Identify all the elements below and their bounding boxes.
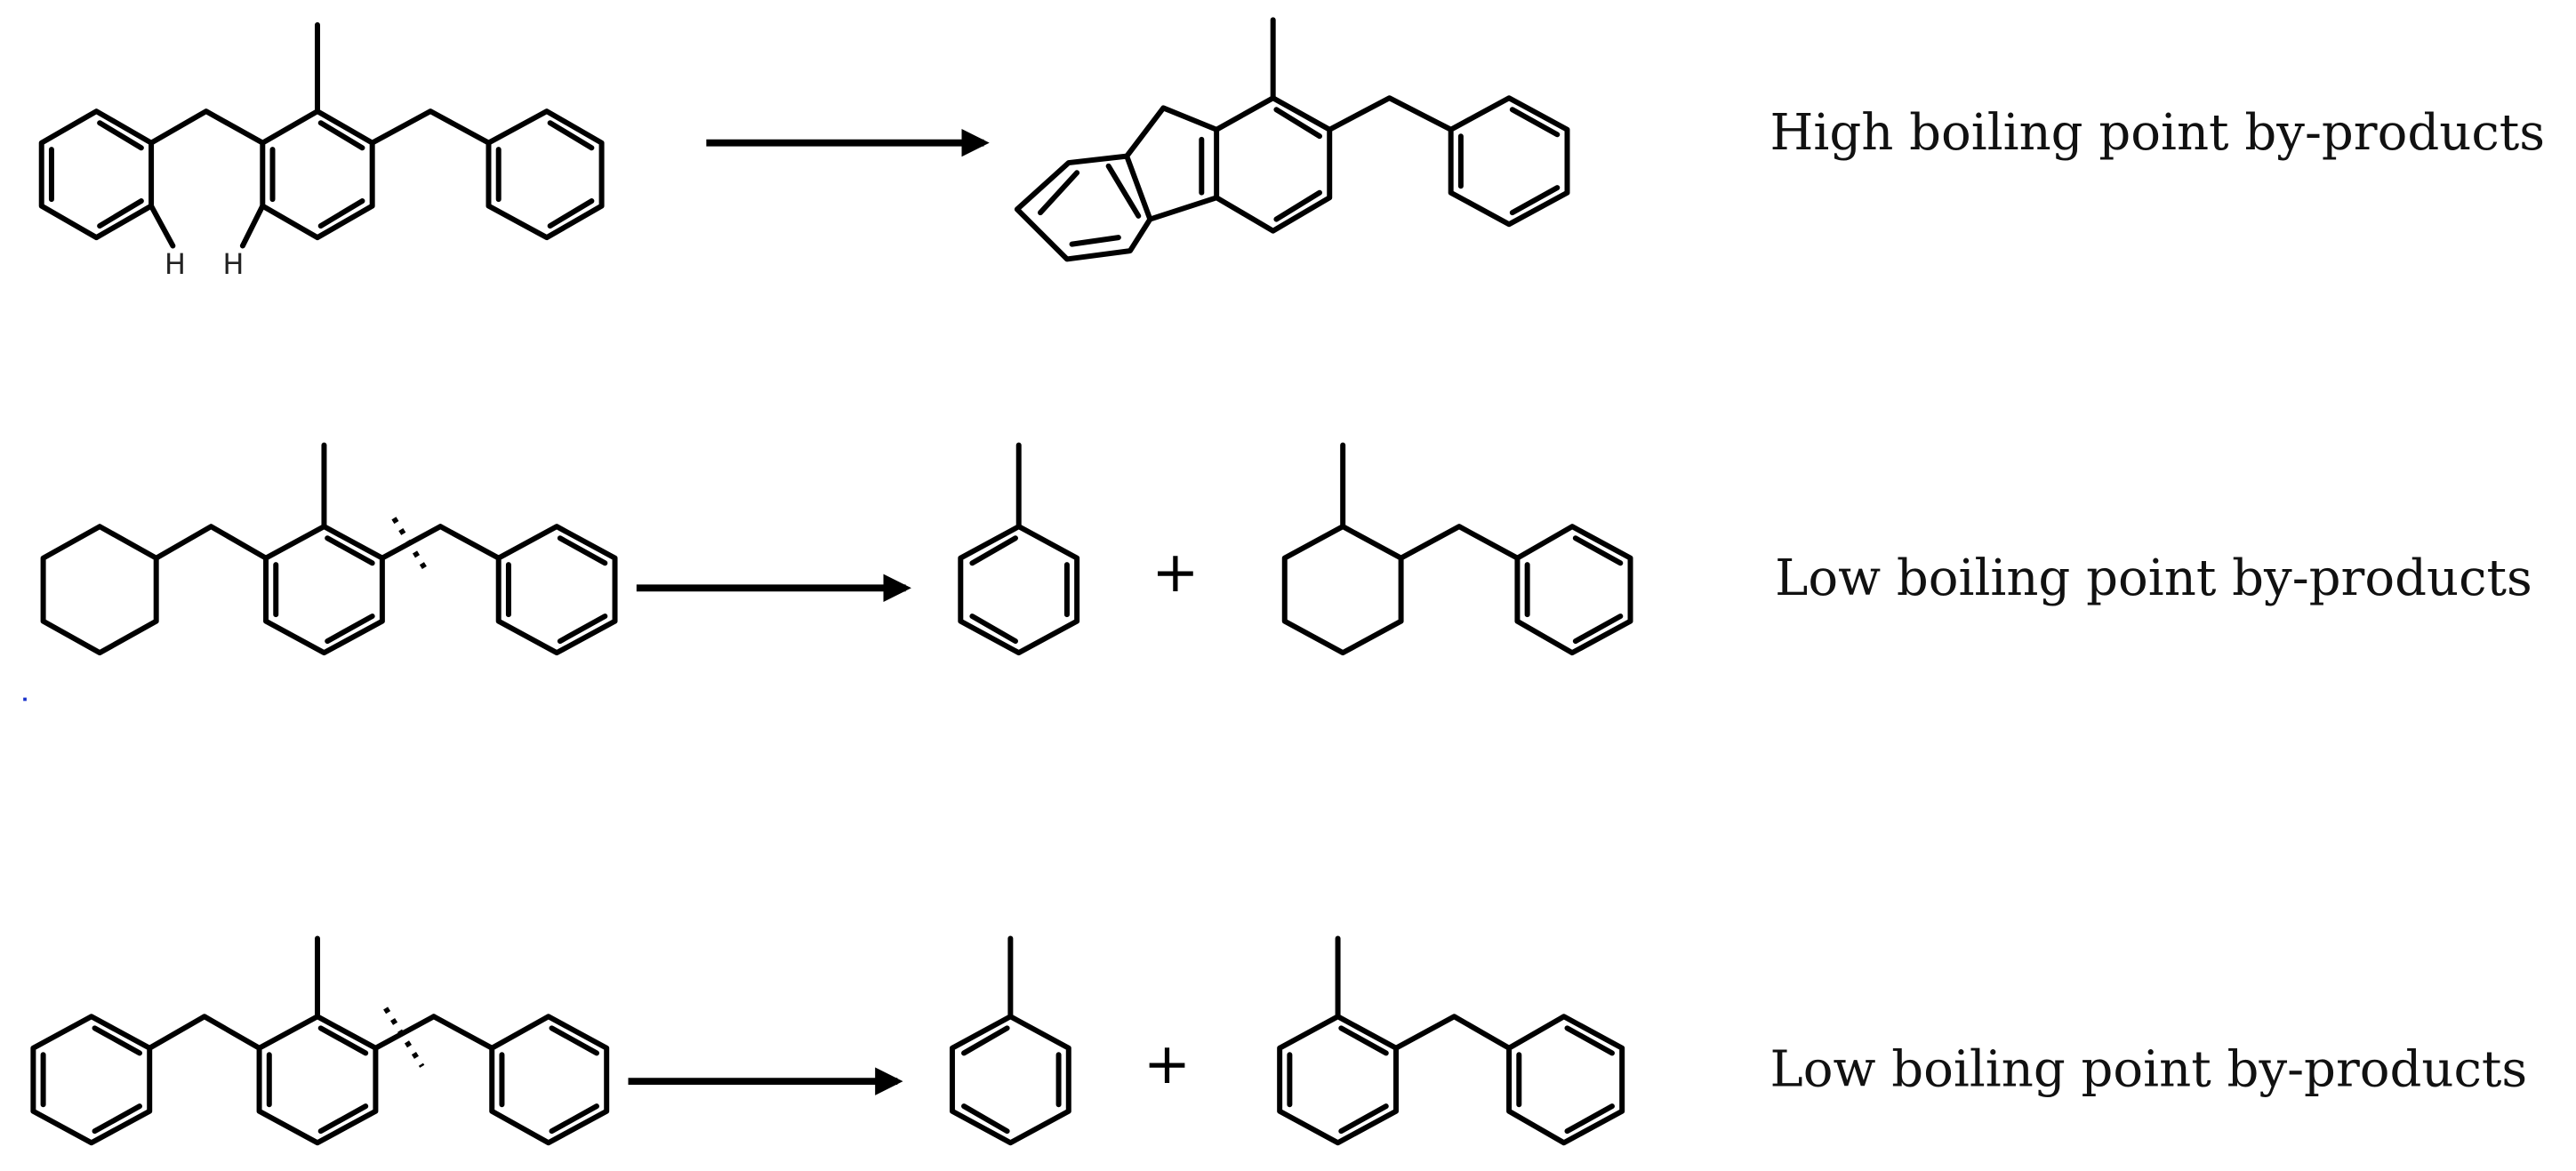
label-row-2: Low boiling point by-products — [1775, 549, 2532, 607]
row-2-product-cyclohexyl — [1281, 442, 1633, 656]
stray-dot — [23, 697, 27, 702]
row-3-reactant — [30, 935, 610, 1146]
hydrogen-label-2: H — [222, 249, 244, 281]
label-row-1: High boiling point by-products — [1770, 104, 2546, 162]
hydrogen-label-1: H — [165, 249, 186, 281]
row-2-reactant — [40, 442, 618, 656]
plus-sign-row-3: + — [1144, 1031, 1191, 1096]
row-2-product-toluene — [958, 442, 1080, 656]
row-1-product — [1014, 17, 1570, 262]
row-3-product-toluene — [949, 935, 1071, 1146]
plus-sign-row-2: + — [1152, 539, 1199, 605]
row-3-product-diphenylmethane — [1277, 935, 1625, 1146]
label-row-3: Low boiling point by-products — [1770, 1041, 2528, 1099]
row-1-reactant: H H — [38, 22, 605, 281]
